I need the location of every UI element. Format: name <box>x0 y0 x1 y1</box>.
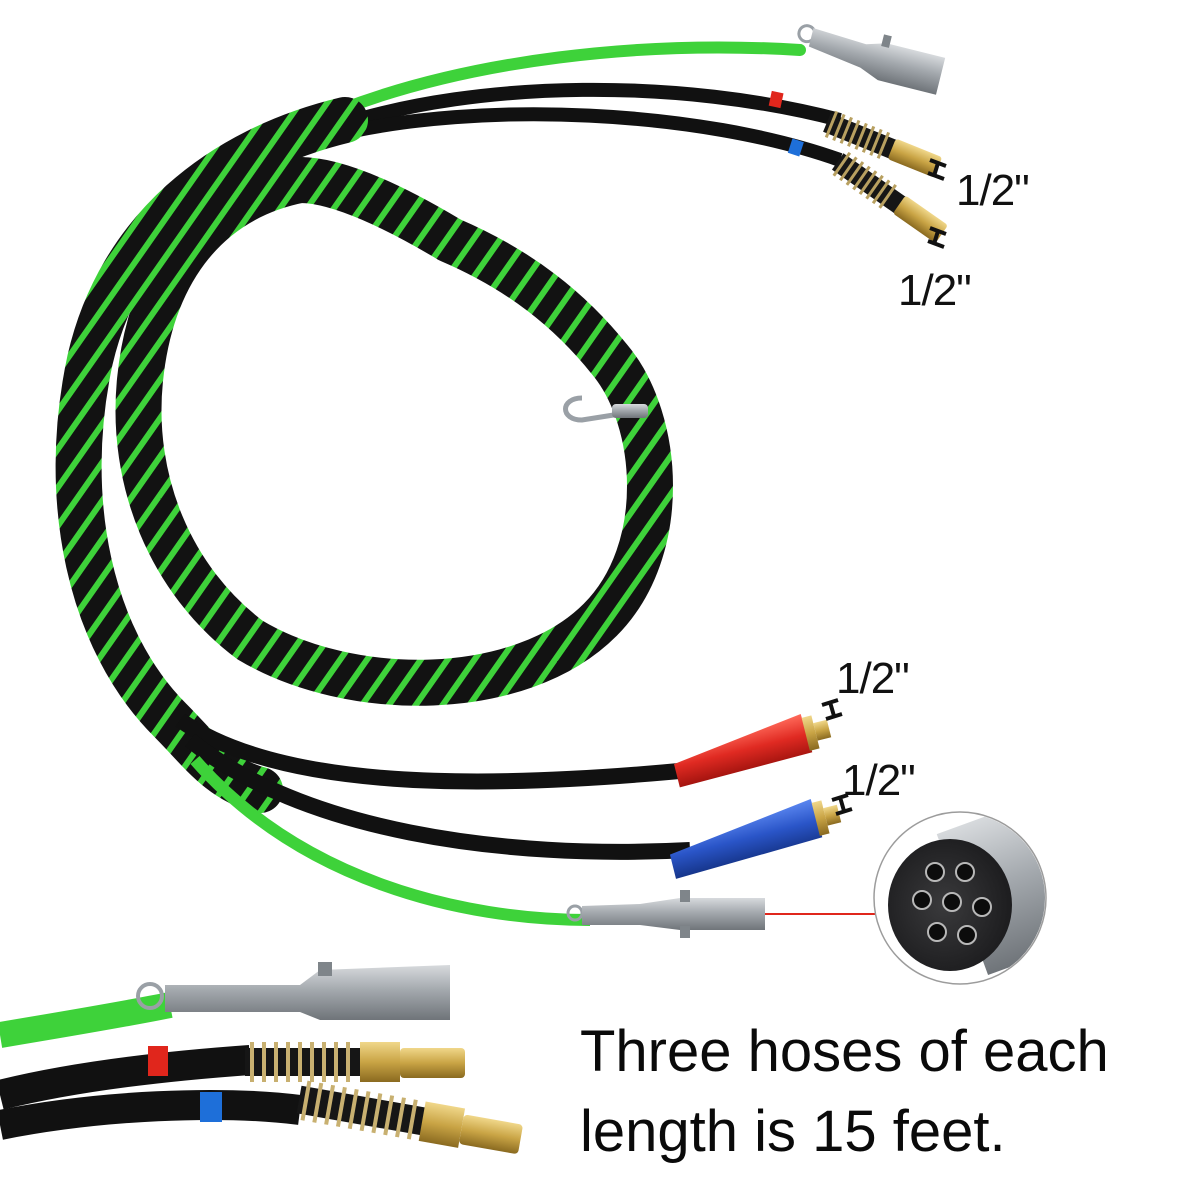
top-service-fitting <box>823 110 942 177</box>
red-gladhand-size-label: 1/2" <box>836 654 910 703</box>
red-service-gladhand <box>674 713 832 788</box>
bottom-hose-ends <box>175 713 691 926</box>
hose-clip <box>563 395 648 423</box>
blue-gladhand-size-label: 1/2" <box>842 756 916 805</box>
caption-line-2: length is 15 feet. <box>580 1099 1006 1164</box>
connector-closeup-inset <box>0 962 523 1154</box>
plug-face-callout <box>873 811 1047 985</box>
bottom-7-pin-plug <box>566 890 765 938</box>
pin-socket-icon <box>912 862 992 945</box>
dimension-bracket-icon <box>821 698 853 816</box>
blue-emergency-gladhand <box>669 798 842 879</box>
top-fitting-2-size-label: 1/2" <box>898 266 972 315</box>
caption-line-1: Three hoses of each <box>580 1019 1109 1084</box>
length-caption: Three hoses of each length is 15 feet. <box>580 1012 1180 1172</box>
dimension-bracket-icon <box>927 158 947 249</box>
top-fitting-1-size-label: 1/2" <box>956 166 1030 215</box>
top-7-pin-plug <box>797 24 946 95</box>
top-hose-ends <box>333 41 843 167</box>
spiral-wrapped-hose-loop <box>55 97 673 813</box>
